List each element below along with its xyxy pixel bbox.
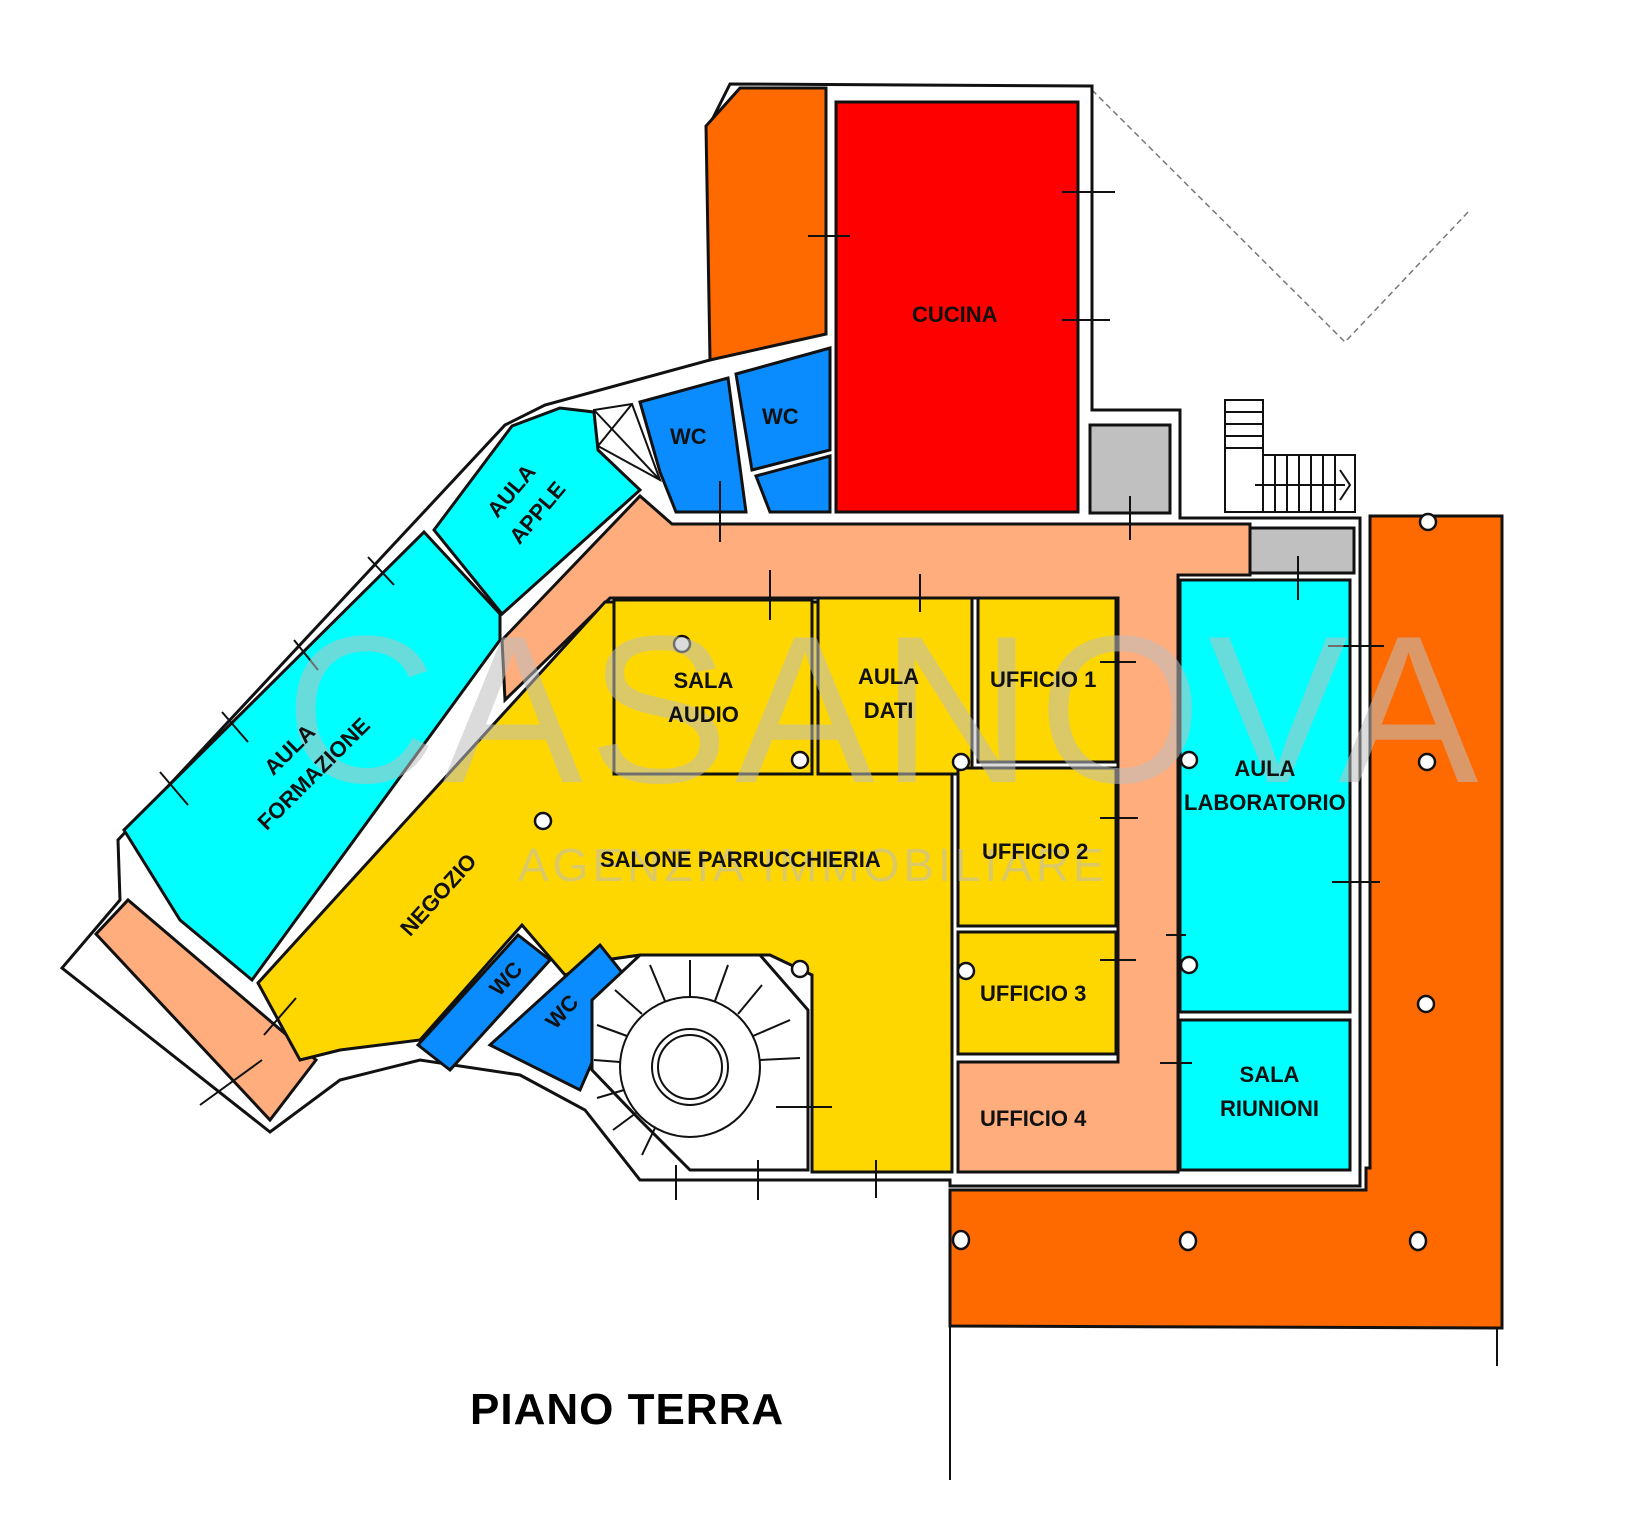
room-ufficio-1 [976, 596, 1118, 764]
label-ufficio-2: UFFICIO 2 [982, 839, 1089, 864]
window-marks [159, 556, 395, 806]
label-sala-riunioni-line1: SALA [1239, 1062, 1300, 1087]
label-cucina: CUCINA [912, 302, 998, 327]
room-aula-dati [816, 596, 974, 776]
exterior-stairs [1224, 399, 1356, 513]
label-aula-laboratorio: AULA LABORATORIO [1184, 752, 1346, 820]
label-sala-riunioni: SALA RIUNIONI [1220, 1058, 1319, 1126]
room-sala-audio [612, 598, 814, 776]
label-ufficio-3: UFFICIO 3 [980, 981, 1087, 1006]
room-terrace [948, 514, 1504, 1330]
room-storage-orange [704, 86, 828, 362]
label-ufficio-4: UFFICIO 4 [980, 1106, 1087, 1131]
label-aula-laboratorio-line2: LABORATORIO [1184, 790, 1346, 815]
label-wc-top-left: WC [670, 424, 707, 449]
spiral-staircase [590, 953, 810, 1172]
label-sala-riunioni-line2: RIUNIONI [1220, 1096, 1319, 1121]
pillars [533, 512, 1438, 1252]
room-wc-top-left [638, 376, 748, 514]
label-aula-dati-line1: AULA [858, 664, 920, 689]
outdoor-boundary-dashed [1091, 89, 1471, 344]
room-sala-riunioni [1178, 1018, 1352, 1172]
room-corridor [500, 493, 1252, 1174]
room-aula-formazione [122, 529, 502, 983]
room-cucina [834, 100, 1080, 514]
label-aula-dati-line2: DATI [863, 698, 914, 723]
floor-title: PIANO TERRA [470, 1385, 785, 1434]
room-ufficio-3 [956, 930, 1118, 1056]
label-salone-parrucchieria: SALONE PARRUCCHIERIA [600, 847, 881, 872]
label-sala-audio-line1: SALA [673, 668, 734, 693]
room-wc-top-anteroom [753, 454, 832, 514]
room-bottom-left-peach [93, 897, 319, 1123]
room-aula-laboratorio [1178, 578, 1352, 1014]
room-wc-top-right [734, 346, 832, 472]
label-aula-dati: AULA DATI [858, 660, 919, 728]
label-wc-top-right: WC [762, 404, 799, 429]
room-ufficio-2 [956, 766, 1118, 928]
room-service-2 [1248, 526, 1356, 575]
room-aula-apple [432, 406, 643, 617]
label-sala-audio: SALA AUDIO [668, 664, 739, 732]
room-wc-bottom-left [415, 932, 553, 1073]
label-ufficio-1: UFFICIO 1 [990, 667, 1097, 692]
label-sala-audio-line2: AUDIO [668, 702, 739, 727]
door-marks [199, 191, 1384, 1200]
label-aula-laboratorio-line1: AULA [1234, 756, 1296, 781]
